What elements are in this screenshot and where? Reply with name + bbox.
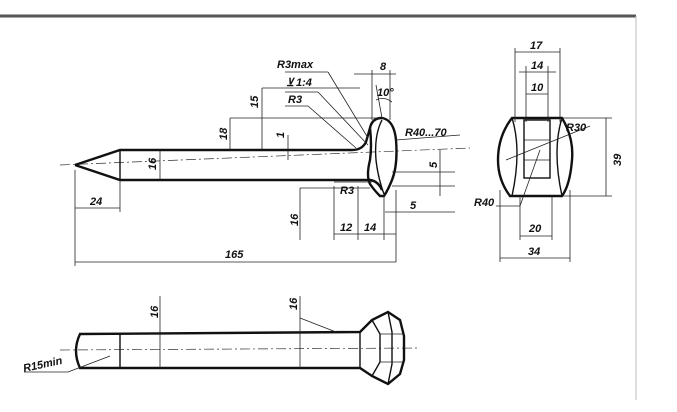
- leader-r3: [307, 105, 357, 149]
- label-16-top-a: 16: [149, 305, 161, 318]
- label-8: 8: [380, 61, 387, 73]
- angle-line: [375, 84, 383, 119]
- label-16-low: 16: [289, 213, 301, 226]
- leader-16-top-b: [299, 317, 337, 333]
- label-taper: 1:4: [296, 77, 312, 89]
- top-view-outline: [74, 310, 406, 386]
- end-view-outline: [496, 116, 574, 198]
- label-24: 24: [89, 196, 102, 208]
- leader-r40: [519, 149, 541, 207]
- end-view-neck: [523, 119, 551, 179]
- label-16-top-b: 16: [288, 297, 300, 310]
- label-r40: R40: [474, 197, 495, 209]
- spike-head: [366, 116, 398, 198]
- label-20: 20: [528, 223, 542, 235]
- leader-r30: [505, 125, 591, 161]
- side-view: R3max ⊻ 1:4 R3 8 10° R40...70 15 18 1 16…: [59, 59, 471, 266]
- top-view: 16 16 R15min: [22, 296, 421, 386]
- label-34: 34: [528, 246, 540, 258]
- leader-r15: [67, 355, 111, 373]
- side-centerline: [59, 147, 471, 166]
- label-angle: 10°: [377, 87, 394, 99]
- leader-r40-70: [395, 134, 461, 141]
- label-r30: R30: [566, 122, 587, 134]
- leader-taper: [317, 91, 369, 146]
- label-r40-70: R40...70: [405, 127, 447, 139]
- head-inner-edge: [374, 119, 385, 195]
- shank-bottom-edge: [74, 163, 384, 191]
- label-17: 17: [530, 40, 543, 52]
- leader-r3max: [327, 71, 369, 139]
- top-view-head-facet1: [371, 319, 381, 377]
- end-view-left-facet: [511, 117, 518, 197]
- label-r3max: R3max: [277, 59, 314, 71]
- label-18: 18: [218, 127, 230, 140]
- label-r3-top: R3: [288, 94, 302, 106]
- label-14-end: 14: [531, 60, 543, 72]
- top-centerline: [59, 347, 421, 351]
- end-view: 17 14 10 R30 39 R40 20 34: [474, 40, 624, 262]
- label-taper-symbol: ⊻: [286, 77, 296, 89]
- label-1: 1: [275, 132, 287, 138]
- top-view-head-facet2: [387, 311, 393, 385]
- label-14: 14: [364, 222, 376, 234]
- label-12: 12: [340, 222, 352, 234]
- label-10: 10: [531, 82, 544, 94]
- angle-arc: [375, 98, 393, 103]
- label-39: 39: [612, 153, 624, 166]
- label-5a: 5: [428, 161, 440, 168]
- end-view-right-facet: [556, 117, 563, 197]
- label-16-shank: 16: [147, 157, 159, 170]
- label-15: 15: [249, 95, 261, 108]
- label-165: 165: [225, 249, 244, 261]
- label-r3-bottom: R3: [340, 185, 354, 197]
- label-5b: 5: [410, 200, 417, 212]
